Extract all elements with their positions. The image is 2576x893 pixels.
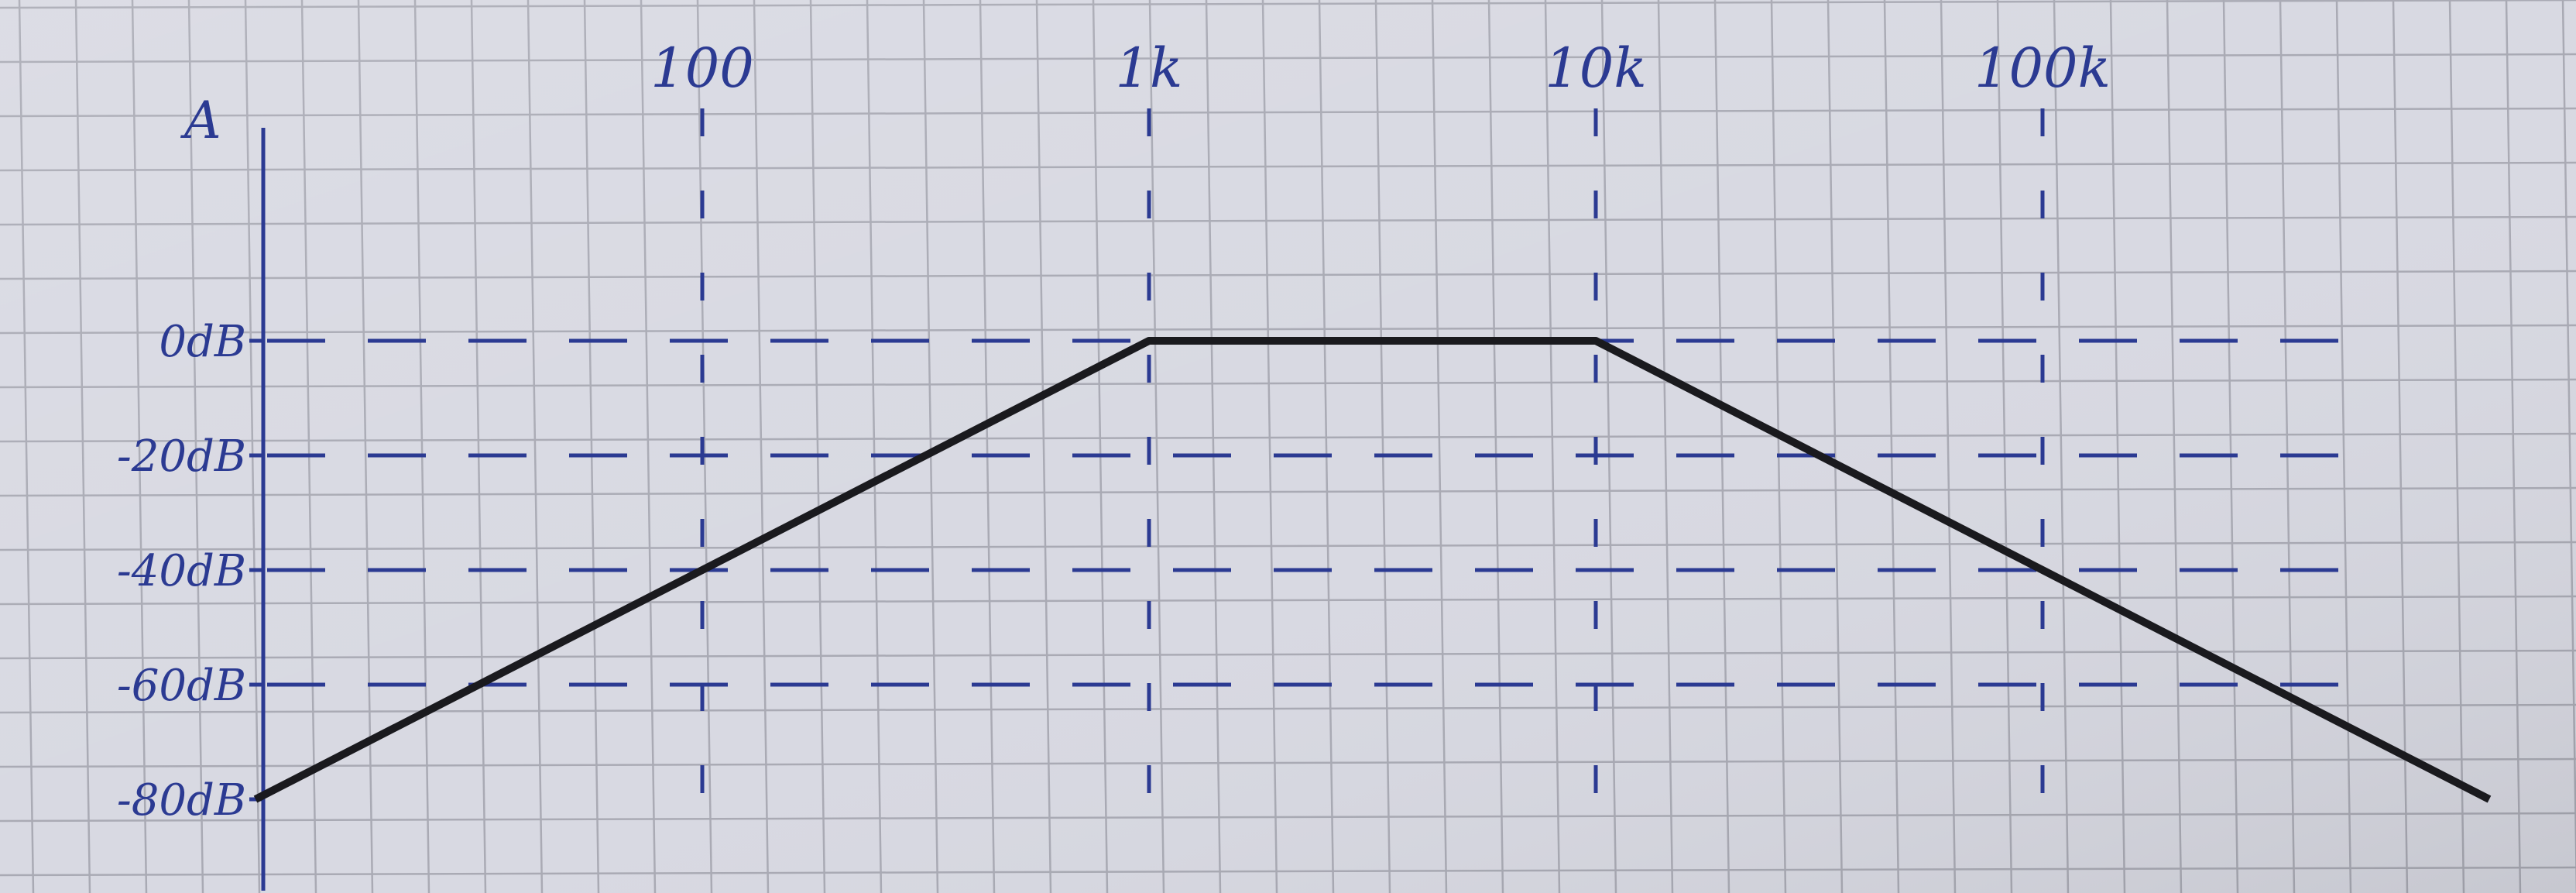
y-axis-label: A (180, 91, 221, 150)
y-tick-label: -20dB (117, 431, 246, 482)
x-tick-label: 100 (650, 36, 754, 100)
y-tick-label: -80dB (117, 775, 246, 826)
y-tick-label: -60dB (117, 661, 246, 711)
dashed-guides (267, 108, 2369, 798)
x-tick-labels: 100 1k 10k 100k (650, 36, 2111, 100)
y-tick-labels: 0dB -20dB -40dB -60dB -80dB (117, 317, 265, 826)
x-tick-label: 100k (1974, 36, 2111, 100)
x-tick-label: 10k (1545, 36, 1647, 100)
bode-magnitude-curve (253, 337, 2492, 803)
y-tick-label: 0dB (159, 317, 246, 367)
y-tick-label: -40dB (117, 546, 246, 596)
x-tick-label: 1k (1116, 36, 1183, 100)
